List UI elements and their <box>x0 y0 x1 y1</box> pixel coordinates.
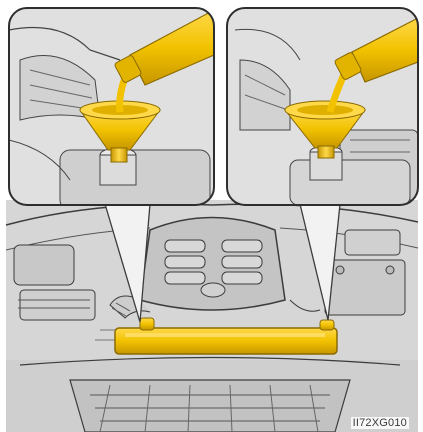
inset-right <box>227 8 418 205</box>
engine-cover <box>140 218 285 311</box>
figure-code: II72XG010 <box>351 417 409 429</box>
inset-left <box>9 8 214 210</box>
